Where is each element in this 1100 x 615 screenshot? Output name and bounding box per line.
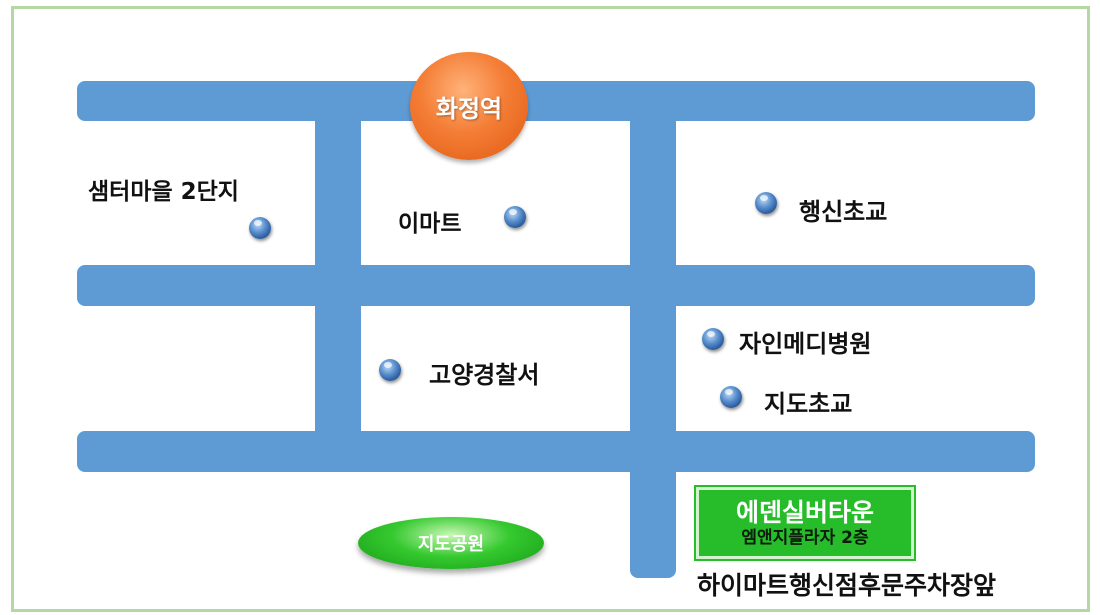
- road-horizontal-middle: [77, 265, 1035, 306]
- blue-marker-icon: [702, 328, 724, 350]
- destination-eden-silvertown[interactable]: 에덴실버타운 엠앤지플라자 2층: [696, 487, 914, 559]
- label-emart: 이마트: [398, 211, 462, 237]
- destination-name: 에덴실버타운: [735, 498, 874, 527]
- road-vertical-right: [630, 81, 676, 578]
- park-jido[interactable]: 지도공원: [358, 517, 544, 569]
- station-label: 화정역: [435, 94, 503, 123]
- blue-marker-icon: [755, 192, 777, 214]
- station-hwajeong[interactable]: 화정역: [410, 52, 528, 160]
- label-haengsin-elementary: 행신초교: [799, 198, 888, 226]
- road-horizontal-bottom: [77, 431, 1035, 472]
- label-jido-elementary: 지도초교: [764, 390, 853, 418]
- road-vertical-left: [315, 81, 361, 472]
- blue-marker-icon: [720, 386, 742, 408]
- blue-marker-icon: [249, 217, 271, 239]
- destination-detail: 엠앤지플라자 2층: [741, 528, 869, 548]
- blue-marker-icon: [504, 206, 526, 228]
- label-himart-parking: 하이마트행신점후문주차장앞: [697, 571, 997, 600]
- label-goyang-police: 고양경찰서: [429, 361, 540, 389]
- label-samter-village: 샘터마을 2단지: [88, 179, 239, 205]
- label-jain-hospital: 자인메디병원: [739, 330, 872, 358]
- blue-marker-icon: [379, 359, 401, 381]
- park-label: 지도공원: [417, 534, 485, 555]
- road-horizontal-top: [77, 81, 1035, 121]
